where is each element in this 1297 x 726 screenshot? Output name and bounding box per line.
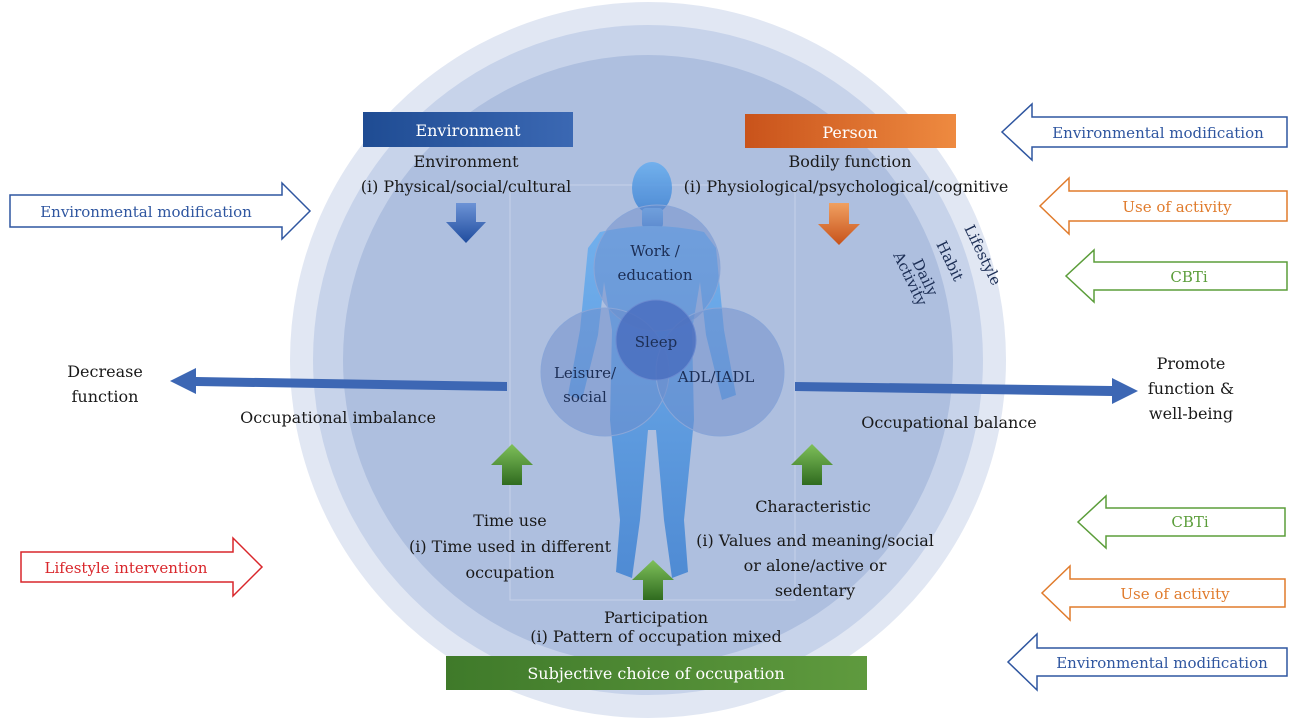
decrease-label-line2: function [72, 387, 139, 406]
characteristic-item-line2: or alone/active or [744, 556, 887, 575]
person-box [745, 114, 956, 148]
characteristic-item-line3: sedentary [775, 581, 855, 600]
environment-item: (i) Physical/social/cultural [361, 177, 572, 196]
right-bottom-cbti-intervention: CBTi [1076, 494, 1286, 550]
right-bottom-env-mod-intervention: Environmental modification [1006, 632, 1288, 692]
environment-box-label: Environment [415, 121, 521, 140]
imbalance-label: Occupational imbalance [240, 408, 436, 427]
characteristic-title: Characteristic [755, 497, 871, 516]
right-bottom-env-mod-label: Environmental modification [1056, 654, 1268, 672]
right-top-cbti-label: CBTi [1170, 268, 1208, 286]
work-label-line2: education [618, 266, 693, 284]
decrease-function-arrow [170, 368, 507, 394]
left-env-mod-label: Environmental modification [40, 203, 252, 221]
decrease-label-line1: Decrease [67, 362, 143, 381]
participation-up-arrow [632, 560, 674, 600]
left-lifestyle-label: Lifestyle intervention [45, 559, 208, 577]
right-top-env-mod-intervention: Environmental modification [1000, 102, 1288, 162]
right-top-cbti-intervention: CBTi [1064, 248, 1288, 304]
participation-item: (i) Pattern of occupation mixed [530, 627, 782, 646]
person-down-arrow [818, 203, 860, 245]
right-top-activity-intervention: Use of activity [1038, 176, 1288, 236]
promote-label-line3: well-being [1149, 404, 1233, 423]
environment-box [363, 112, 573, 147]
environment-title: Environment [413, 152, 519, 171]
person-title: Bodily function [789, 152, 912, 171]
leisure-label-line2: social [563, 388, 607, 406]
adl-label: ADL/IADL [677, 368, 755, 386]
right-bottom-activity-intervention: Use of activity [1040, 564, 1286, 622]
participation-title: Participation [604, 608, 708, 627]
time-use-item-line2: occupation [465, 563, 554, 582]
promote-label-line2: function & [1148, 379, 1234, 398]
characteristic-up-arrow [791, 444, 833, 485]
time-use-title: Time use [473, 511, 547, 530]
balance-label: Occupational balance [861, 413, 1037, 432]
occupation-circles [540, 204, 785, 437]
work-label-line1: Work / [630, 242, 680, 260]
characteristic-item-line1: (i) Values and meaning/social [696, 531, 934, 550]
subjective-choice-box [446, 656, 867, 690]
sleep-circle [615, 299, 697, 381]
person-item: (i) Physiological/psychological/cognitiv… [684, 177, 1009, 196]
left-env-mod-intervention: Environmental modification [9, 181, 312, 241]
right-top-activity-label: Use of activity [1122, 198, 1232, 216]
environment-down-arrow [446, 203, 486, 243]
promote-function-arrow [795, 378, 1138, 404]
left-lifestyle-intervention: Lifestyle intervention [20, 536, 264, 598]
time-use-item-line1: (i) Time used in different [409, 537, 612, 556]
sleep-label: Sleep [635, 333, 677, 351]
right-top-env-mod-label: Environmental modification [1052, 124, 1264, 142]
promote-label-line1: Promote [1157, 354, 1226, 373]
leisure-label-line1: Leisure/ [554, 364, 617, 382]
subjective-choice-label: Subjective choice of occupation [527, 664, 784, 683]
right-bottom-cbti-label: CBTi [1171, 513, 1209, 531]
person-box-label: Person [822, 123, 877, 142]
right-bottom-activity-label: Use of activity [1120, 585, 1230, 603]
time-use-up-arrow [491, 444, 533, 485]
